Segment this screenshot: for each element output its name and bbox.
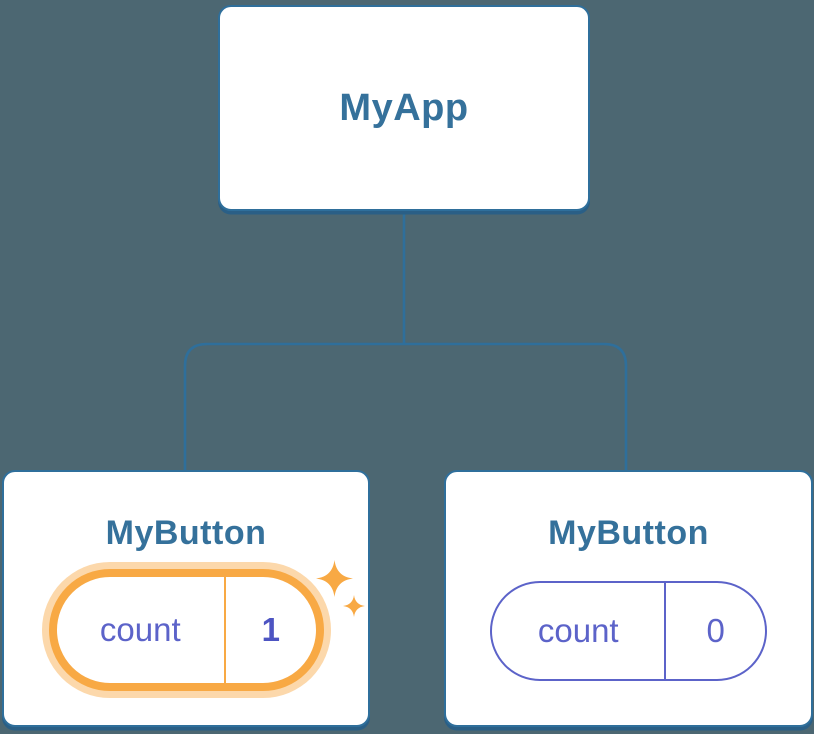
root-component-label: MyApp <box>339 86 469 129</box>
sparkle-icon-large <box>316 560 353 597</box>
child-component-label: MyButton <box>548 514 709 552</box>
root-component-node: MyApp <box>218 5 590 211</box>
child-component-label: MyButton <box>105 514 267 552</box>
child-component-node-normal: MyButton count 0 <box>444 470 813 727</box>
state-value-cell: 1 <box>226 577 315 683</box>
child-component-node-highlighted: MyButton count 1 <box>2 470 370 727</box>
pill-divider <box>664 583 667 679</box>
state-key-label: count <box>537 612 619 649</box>
state-key-cell: count <box>492 583 664 679</box>
state-key-cell: count <box>57 577 225 683</box>
state-pill-normal: count 0 <box>490 581 767 681</box>
state-value-cell: 0 <box>666 583 765 679</box>
pill-divider <box>224 577 227 683</box>
state-value: 1 <box>261 611 280 648</box>
sparkle-icon-small <box>343 595 365 617</box>
state-value: 0 <box>706 612 725 649</box>
state-key-label: count <box>99 611 181 648</box>
state-pill-highlighted: count 1 <box>48 569 324 691</box>
